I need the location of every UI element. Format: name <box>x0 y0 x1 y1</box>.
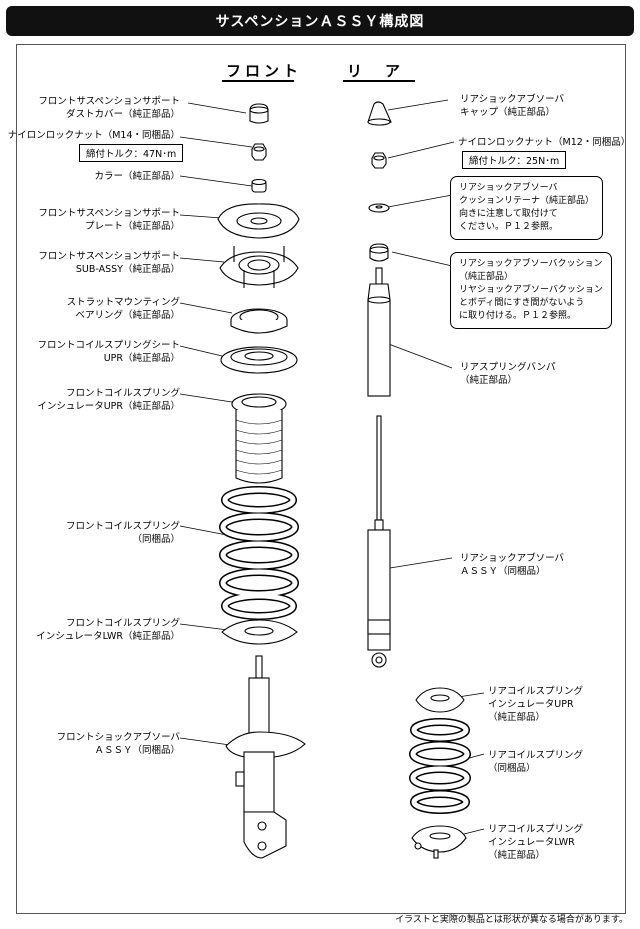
label-rear-nylon-nut: ナイロンロックナット（M12・同梱品） <box>458 137 631 148</box>
front-parts <box>217 103 300 484</box>
label-front-bearing: ストラットマウンティングベアリング（純正部品） <box>66 297 180 321</box>
rear-spring-bumper <box>367 299 391 397</box>
leader-lines <box>179 99 485 837</box>
front-shock-rod <box>255 655 263 679</box>
label-front-insulator-lwr: フロントコイルスプリングインシュレータLWR（純正部品） <box>36 618 180 642</box>
label-rear-nut-torque: 締付トルク：25N･m <box>462 151 567 169</box>
label-front-insulator-upr: フロントコイルスプリングインシュレータUPR（純正部品） <box>37 388 180 412</box>
front-shock-upper-body <box>248 677 270 739</box>
label-front-coil-spring: フロントコイルスプリング（同梱品） <box>65 521 180 545</box>
label-rear-shock-cap: リアショックアブソーバキャップ（純正部品） <box>460 94 565 118</box>
header-title: サスペンションＡＳＳＹ構成図 <box>215 14 425 30</box>
section-front: フロント <box>226 62 303 80</box>
label-front-nylon-nut: ナイロンロックナット（M14・同梱品） <box>7 130 180 141</box>
diagram-frame <box>16 44 626 914</box>
rear-shock-rod <box>376 415 382 521</box>
section-rear: リ ア <box>347 62 405 80</box>
front-shock-lower-body <box>243 751 275 813</box>
label-front-support-plate: フロントサスペンションサポートプレート（純正部品） <box>38 208 180 232</box>
front-bump-boot <box>235 410 283 484</box>
section-rear-underline <box>343 80 415 82</box>
label-rear-insulator-lwr: リアコイルスプリングインシュレータLWR（純正部品） <box>488 824 584 861</box>
front-nylon-nut <box>251 143 267 161</box>
label-rear-spring-bumper: リアスプリングバンパ（純正部品） <box>460 362 556 386</box>
rear-parts <box>367 101 465 713</box>
label-front-nut-torque: 締付トルク：47N･m <box>79 144 184 162</box>
label-front-collar: カラー（純正部品） <box>94 171 180 182</box>
label-rear-insulator-upr: リアコイルスプリングインシュレータUPR（純正部品） <box>488 686 584 723</box>
label-rear-shock-cushion: リアショックアブソーバクッション（純正部品） リヤショックアブソーバクッションと… <box>450 252 612 329</box>
section-front-underline <box>222 80 294 82</box>
label-rear-cushion-retainer: リアショックアブソーバクッションリテーナ（純正部品） 向きに注意して取付けてくだ… <box>450 176 604 240</box>
footer-note: イラストと実際の製品とは形状が異なる場合があります。 <box>395 915 628 925</box>
diagram-header: サスペンションＡＳＳＹ構成図 <box>6 6 634 36</box>
label-front-dust-cover: フロントサスペンションサポートダストカバー（純正部品） <box>38 96 180 120</box>
front-shock-knuckle-bracket <box>243 811 287 859</box>
label-rear-coil-spring: リアコイルスプリング（同梱品） <box>488 750 584 774</box>
